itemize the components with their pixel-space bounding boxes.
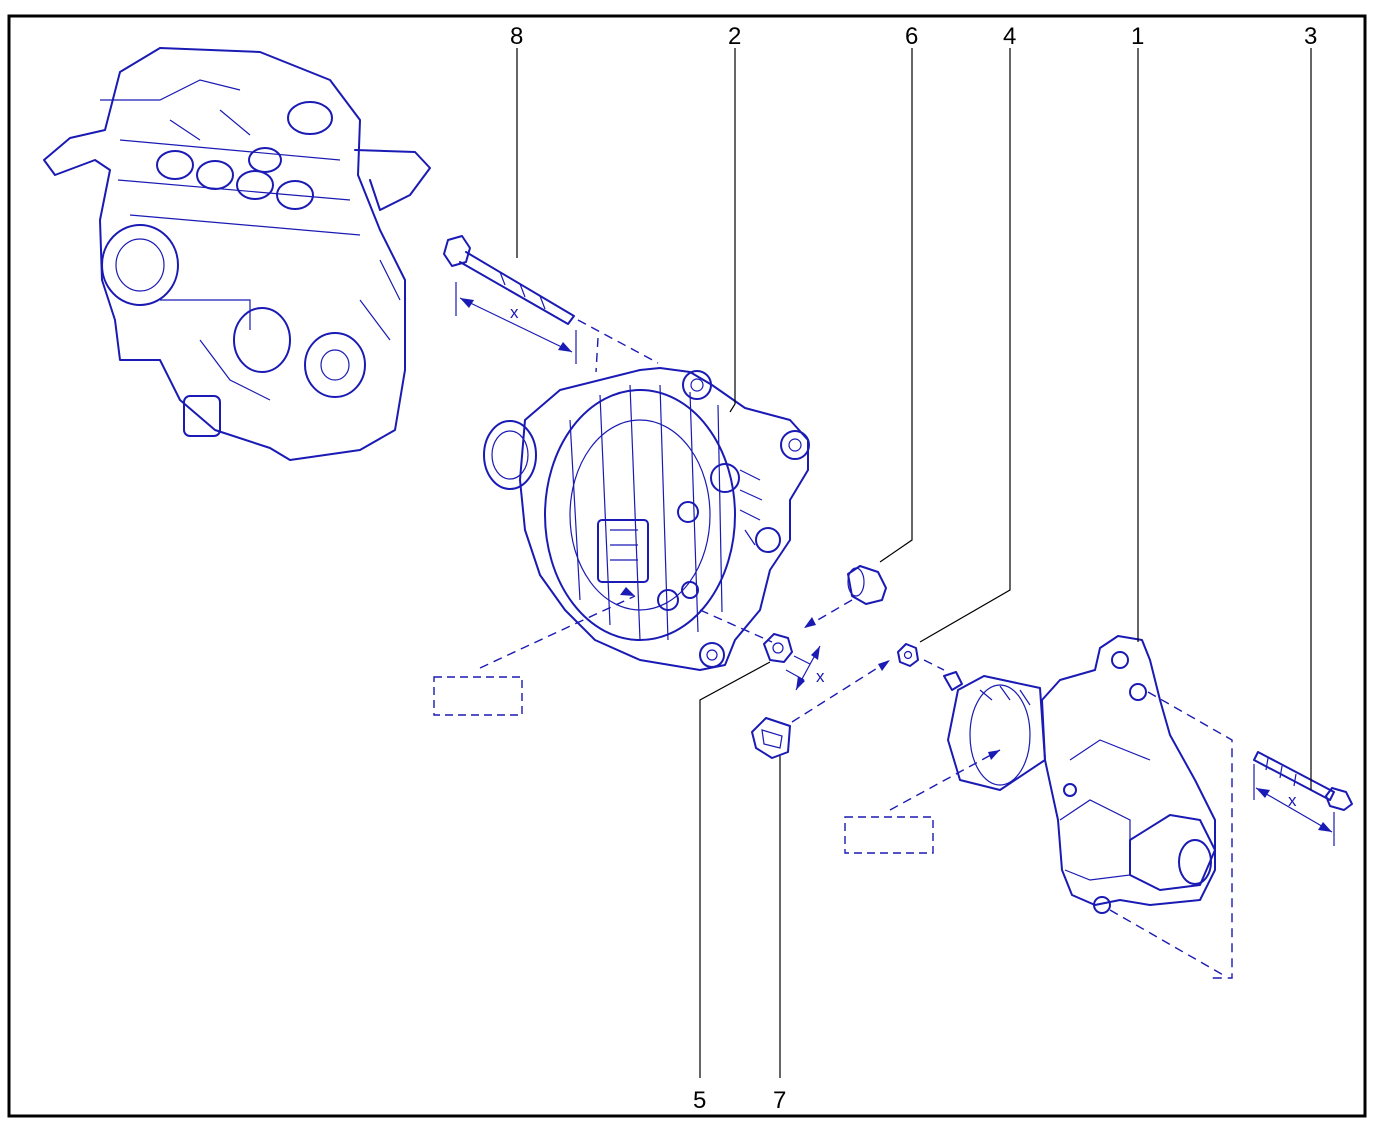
terminal-cap: [847, 565, 887, 605]
leader-2: [729, 48, 736, 413]
nut-5-dimension: x: [785, 645, 825, 691]
engine-illustration: [43, 47, 431, 461]
callout-7: 7: [773, 1087, 786, 1114]
starter-bolt-guide: [1147, 691, 1233, 979]
callout-8: 8: [510, 23, 523, 50]
starter-nut-dashed-guide: [923, 659, 945, 671]
leader-4: [919, 48, 1011, 643]
bolt-3-dimension: x: [1253, 764, 1335, 846]
callout-6: 6: [905, 23, 918, 50]
bolt-8-dimension-label: x: [510, 303, 519, 322]
alternator-nut: [763, 633, 793, 663]
leader-6: [879, 48, 913, 563]
alternator-reference-box: [433, 676, 523, 716]
starter-lower-guide: [1109, 909, 1226, 977]
leader-5: [699, 661, 771, 1078]
alternator: [483, 367, 810, 671]
alternator-dashed-guide: [577, 319, 659, 364]
bolt-8-dimension: x: [455, 282, 577, 364]
starter-reference-guide: [889, 749, 1001, 811]
callout-1: 1: [1131, 23, 1144, 50]
callout-3: 3: [1304, 23, 1317, 50]
cable-terminal: [751, 717, 791, 759]
starter-motor: [943, 635, 1216, 914]
starter-bolt: [1253, 751, 1353, 811]
callout-2: 2: [728, 23, 741, 50]
starter-reference-box: [844, 816, 934, 854]
alternator-bolt-axis-guide: [595, 337, 599, 373]
nut-5-dimension-label: x: [816, 667, 825, 686]
callout-leaders: [516, 48, 1312, 1078]
callout-4: 4: [1003, 23, 1016, 50]
terminal-dashed-guide: [791, 659, 891, 723]
alternator-stud-guide: [699, 609, 773, 643]
alternator-reference-guide: [479, 595, 636, 669]
bolt-3-dimension-label: x: [1288, 791, 1297, 810]
callout-5: 5: [693, 1087, 706, 1114]
alternator-bolt: [443, 235, 575, 325]
starter-nut: [897, 643, 919, 667]
diagram-frame: [7, 14, 1367, 1118]
